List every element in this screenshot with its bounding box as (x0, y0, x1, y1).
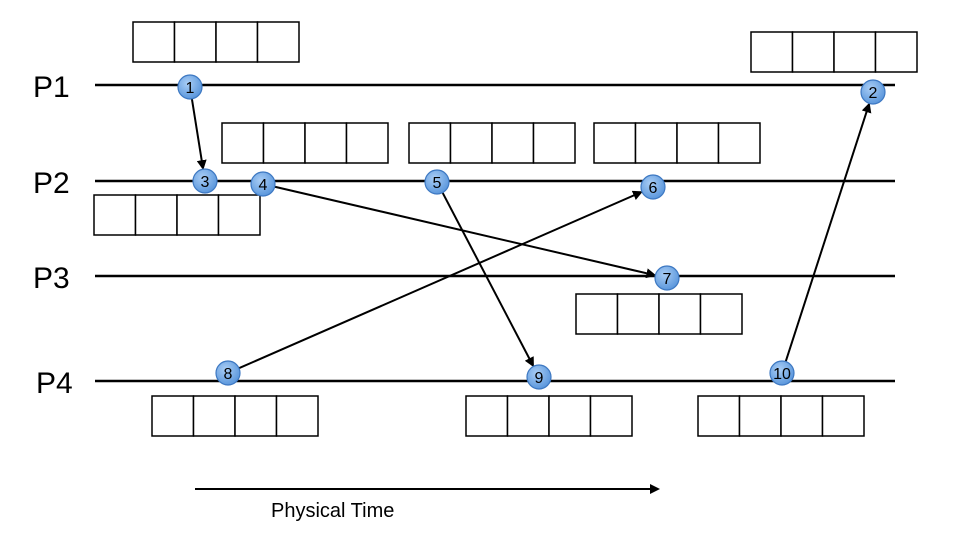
vector-clock-box (151, 395, 319, 437)
vector-clock-boxes (93, 21, 918, 437)
vector-clock-box (750, 31, 918, 73)
vector-clock-cell (616, 293, 660, 335)
event-marker (860, 79, 886, 105)
vector-clock-cell (676, 122, 720, 164)
event-label: 6 (649, 180, 658, 197)
event-label: 2 (869, 85, 878, 102)
process-label-p1: P1 (33, 71, 70, 104)
vector-clock-cell (491, 122, 535, 164)
event-7: 7 (654, 265, 680, 291)
vector-clock-cell (151, 395, 195, 437)
vector-clock-cell (506, 395, 550, 437)
vector-clock-cell (93, 194, 137, 236)
event-marker (526, 364, 552, 390)
vector-clock-cell (449, 122, 493, 164)
vector-clock-cell (221, 122, 265, 164)
vector-clock-cell (345, 122, 389, 164)
vector-clock-cell (192, 395, 236, 437)
event-2: 2 (860, 79, 886, 105)
vector-clock-cell (791, 31, 835, 73)
process-label-p2: P2 (33, 167, 70, 200)
message-arrow-8-to-6 (233, 190, 643, 372)
vector-clock-cell (173, 21, 217, 63)
vector-clock-box (575, 293, 743, 335)
message-arrow-1-to-3 (189, 92, 207, 171)
vector-clock-box (408, 122, 576, 164)
vector-clock-cell (176, 194, 220, 236)
event-4: 4 (250, 171, 276, 197)
vector-clock-cell (697, 395, 741, 437)
vector-clock-cell (738, 395, 782, 437)
vector-clock-cell (658, 293, 702, 335)
vector-clock-cell (874, 31, 918, 73)
event-label: 8 (224, 366, 233, 383)
vector-clock-cell (134, 194, 178, 236)
vector-clock-cell (780, 395, 824, 437)
event-marker (250, 171, 276, 197)
vector-clock-cell (548, 395, 592, 437)
event-label: 4 (259, 177, 268, 194)
event-marker (654, 265, 680, 291)
physical-time-axis: Physical Time (195, 484, 660, 522)
vector-clock-cell (593, 122, 637, 164)
event-label: 9 (535, 370, 544, 387)
events: 1 2 3 4 5 6 7 8 9 10 (177, 74, 886, 390)
event-8: 8 (215, 360, 241, 386)
event-6: 6 (640, 174, 666, 200)
event-label: 5 (433, 175, 442, 192)
physical-time-label: Physical Time (271, 500, 394, 522)
vector-clock-cell (408, 122, 452, 164)
message-arrows (189, 92, 872, 372)
vector-clock-cell (304, 122, 348, 164)
vector-clock-box (465, 395, 633, 437)
vector-clock-cell (215, 21, 259, 63)
event-10: 10 (769, 360, 795, 386)
vector-clock-cell (750, 31, 794, 73)
message-arrow-5-to-9 (438, 186, 534, 368)
vector-clock-cell (262, 122, 306, 164)
event-3: 3 (192, 168, 218, 194)
event-1: 1 (177, 74, 203, 100)
vector-clock-box (697, 395, 865, 437)
vector-clock-cell (256, 21, 300, 63)
vector-clock-box (132, 21, 300, 63)
vector-clock-cell (575, 293, 619, 335)
event-marker (424, 169, 450, 195)
vector-clock-cell (589, 395, 633, 437)
event-marker (769, 360, 795, 386)
vector-clock-box (593, 122, 761, 164)
vector-clock-cell (699, 293, 743, 335)
vector-clock-cell (833, 31, 877, 73)
process-label-p4: P4 (36, 367, 73, 400)
process-label-p3: P3 (33, 262, 70, 295)
vector-clock-cell (821, 395, 865, 437)
vector-clock-cell (634, 122, 678, 164)
event-label: 1 (186, 80, 195, 97)
event-label: 10 (773, 366, 791, 383)
vector-clock-cell (217, 194, 261, 236)
vector-clock-cell (532, 122, 576, 164)
event-marker (640, 174, 666, 200)
event-label: 7 (663, 271, 672, 288)
vector-clock-cell (234, 395, 278, 437)
event-5: 5 (424, 169, 450, 195)
event-label: 3 (201, 174, 210, 191)
event-marker (192, 168, 218, 194)
process-labels: P1 P2 P3 P4 (33, 71, 73, 400)
vector-clock-cell (275, 395, 319, 437)
vector-clock-box (93, 194, 261, 236)
event-marker (215, 360, 241, 386)
message-arrow-10-to-2 (782, 102, 872, 368)
vector-clock-box (221, 122, 389, 164)
vector-clock-cell (717, 122, 761, 164)
event-marker (177, 74, 203, 100)
event-9: 9 (526, 364, 552, 390)
vector-clock-cell (465, 395, 509, 437)
vector-clock-cell (132, 21, 176, 63)
